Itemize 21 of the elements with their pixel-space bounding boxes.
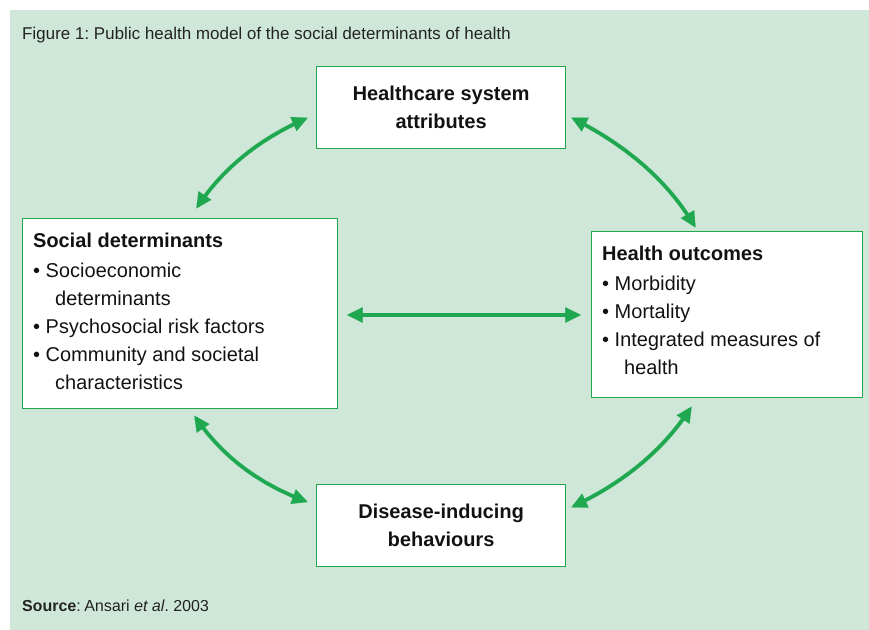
box-label: Healthcare system attributes — [352, 82, 530, 134]
box-heading: Social determinants — [33, 229, 224, 254]
source-note: Source: Ansari et al. 2003 — [22, 598, 209, 616]
text-box — [22, 218, 338, 409]
box-label: Disease-inducing behaviours — [357, 500, 525, 552]
bullet-item: • Morbidity — [602, 272, 697, 297]
text-box — [316, 484, 566, 567]
box-heading: Health outcomes — [602, 242, 764, 267]
double-arrow — [571, 406, 692, 508]
bullet-item: • Community and societal characteristics — [33, 343, 260, 396]
text-box — [591, 231, 863, 398]
double-arrow — [194, 415, 308, 504]
text-box — [316, 66, 566, 149]
double-arrow — [346, 307, 582, 323]
double-arrow — [196, 117, 308, 209]
bullet-item: • Integrated measures of health — [602, 328, 822, 381]
bullet-item: • Mortality — [602, 300, 692, 325]
double-arrow — [571, 117, 696, 228]
figure-title: Figure 1: Public health model of the social determinants of health — [22, 24, 511, 44]
bullet-item: • Socioeconomic determinants — [33, 259, 182, 312]
bullet-item: • Psychosocial risk factors — [33, 315, 266, 340]
